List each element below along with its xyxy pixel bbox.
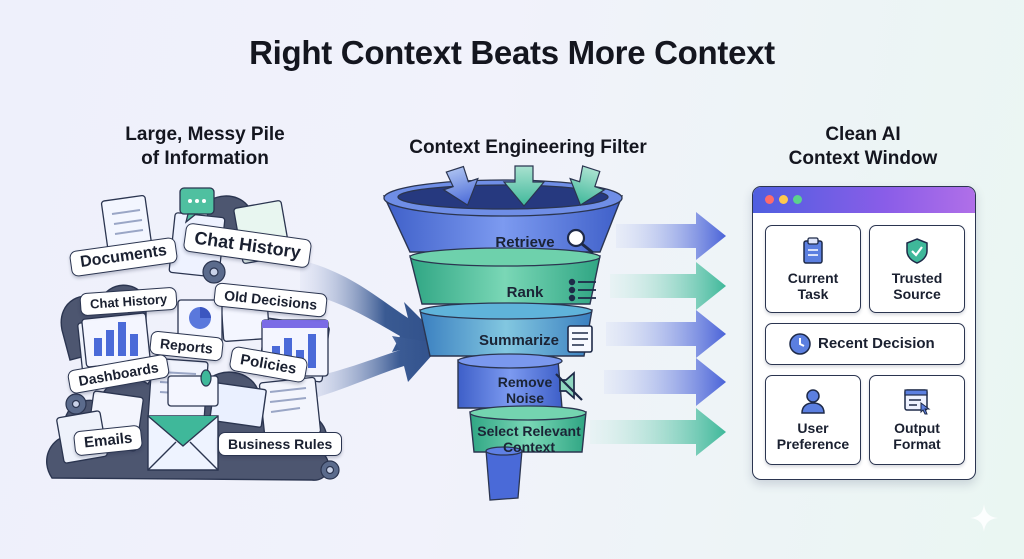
pile-heading-line2: of Information — [141, 148, 269, 169]
card-user-preference-line2: Preference — [776, 436, 850, 452]
stage-label-remove-noise: Remove Noise — [470, 374, 580, 406]
window-dot-yellow — [779, 195, 788, 204]
stage-label-select: Select Relevant Context — [462, 423, 596, 455]
output-window-icon — [904, 389, 931, 415]
card-recent-decision-label: Recent Decision — [818, 335, 935, 352]
envelope-icon — [147, 382, 267, 471]
stage-label-remove-noise-line1: Remove — [497, 374, 553, 390]
card-trusted-source-line2: Source — [893, 286, 941, 302]
shield-check-icon — [906, 238, 928, 264]
stage-label-rank: Rank — [506, 284, 544, 301]
pile-to-funnel-arrow-bottom — [300, 336, 442, 402]
user-icon — [801, 389, 825, 414]
card-current-task-line1: Current — [787, 270, 839, 286]
card-user-preference-line1: User — [797, 420, 829, 436]
card-trusted-source: Trusted Source — [869, 225, 965, 313]
card-current-task-line2: Task — [797, 286, 829, 302]
page-title: Right Context Beats More Context — [249, 34, 775, 71]
window-dot-red — [765, 195, 774, 204]
output-arrow-5 — [590, 408, 726, 456]
window-heading-line1: Clean AI — [825, 124, 901, 145]
card-recent-decision: Recent Decision — [765, 323, 965, 365]
card-trusted-source-line1: Trusted — [891, 270, 943, 286]
list-icon — [568, 278, 596, 302]
muted-speaker-icon — [555, 371, 583, 401]
stage-label-retrieve: Retrieve — [495, 234, 555, 251]
pile-heading-line1: Large, Messy Pile — [125, 124, 285, 145]
sparkle-icon — [970, 504, 998, 532]
window-dot-green — [793, 195, 802, 204]
search-icon — [566, 228, 594, 254]
pile-heading: Large, Messy Pile of Information — [80, 123, 330, 171]
document-icon — [567, 325, 593, 353]
card-output-format-line2: Format — [893, 436, 941, 452]
card-user-preference: User Preference — [765, 375, 861, 465]
clipboard-icon — [803, 237, 823, 264]
pile-to-funnel-arrow-top — [300, 260, 442, 352]
bottom-scroll — [167, 369, 219, 407]
output-arrow-3 — [606, 310, 726, 358]
card-output-format-line1: Output — [894, 420, 940, 436]
card-output-format: Output Format — [869, 375, 965, 465]
chat-bubble-icon — [179, 187, 215, 224]
stage-label-select-line1: Select Relevant — [477, 423, 581, 439]
stage-label-summarize: Summarize — [478, 332, 560, 349]
filter-heading: Context Engineering Filter — [409, 137, 647, 158]
pie-chart-doc — [177, 299, 223, 345]
funnel-output-arrows — [590, 212, 726, 456]
stage-label-select-line2: Context — [502, 439, 556, 455]
clock-icon — [789, 333, 811, 355]
window-heading: Clean AI Context Window — [752, 123, 974, 171]
ai-context-window: Current Task Trusted Source Recent Decis… — [752, 186, 976, 480]
gear-icon — [65, 260, 340, 480]
output-arrow-2 — [610, 262, 726, 310]
funnel-spout — [485, 449, 523, 501]
funnel-input-arrows — [442, 165, 606, 207]
stage-label-remove-noise-line2: Noise — [505, 390, 545, 406]
window-heading-line2: Context Window — [788, 148, 938, 169]
output-arrow-4 — [604, 358, 726, 406]
card-current-task: Current Task — [765, 225, 861, 313]
output-arrow-1 — [616, 212, 726, 260]
window-title-bar — [753, 187, 975, 213]
bar-chart-doc-left — [81, 312, 151, 368]
label-business-rules: Business Rules — [218, 432, 343, 456]
